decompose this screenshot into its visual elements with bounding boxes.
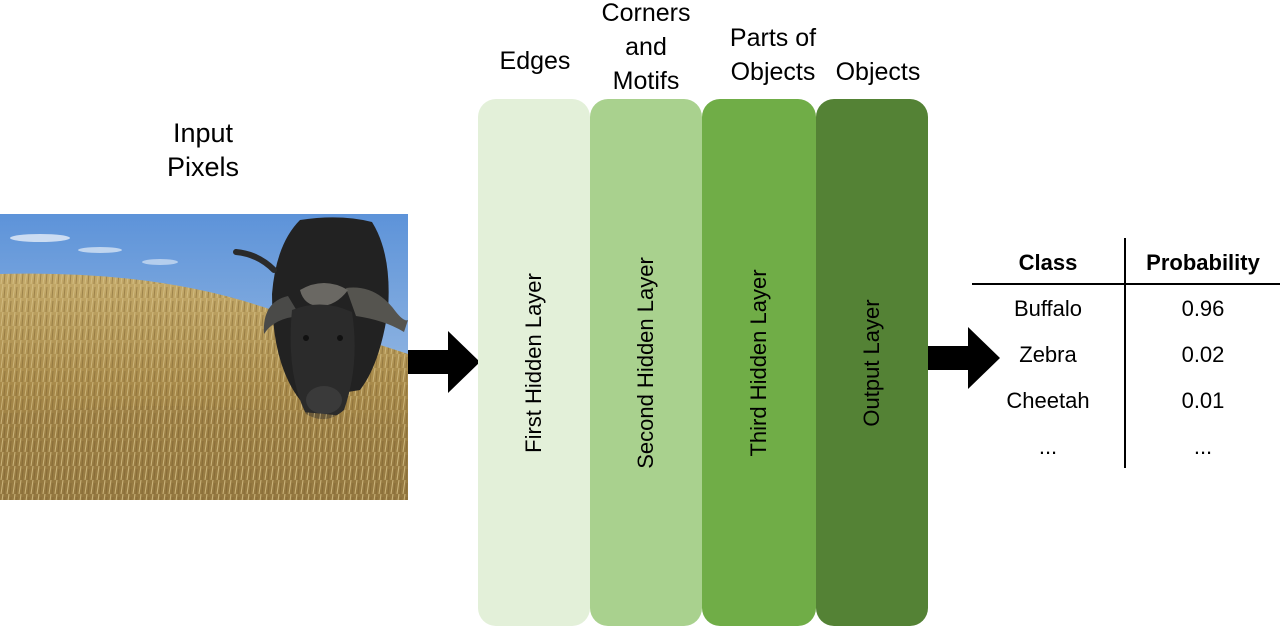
input-photo-buffalo	[0, 214, 408, 500]
buffalo-photo-graphic	[0, 214, 408, 500]
feature-line: Edges	[499, 47, 571, 75]
feature-line: Parts of	[729, 24, 817, 52]
feature-label-edges: Edges	[480, 44, 590, 78]
feature-label-objects: Objects	[822, 55, 934, 89]
layer-column-third-hidden: Third Hidden Layer	[702, 99, 816, 626]
feature-label-parts-of-objects: Parts of Objects	[704, 21, 842, 89]
table-header-divider	[972, 283, 1280, 285]
table-cell-probability: 0.02	[1181, 342, 1225, 367]
layer-label-third-hidden: Third Hidden Layer	[746, 268, 771, 457]
table-cell-class: Buffalo	[1013, 296, 1083, 321]
buffalo-right-horn	[346, 287, 408, 332]
feature-line: and	[625, 33, 667, 61]
layer-label-second-hidden: Second Hidden Layer	[633, 256, 658, 469]
feature-line: Corners	[601, 0, 691, 27]
table-cell-class: Cheetah	[1006, 388, 1090, 413]
table-header-probability: Probability	[1146, 250, 1260, 275]
feature-line: Objects	[730, 58, 816, 86]
input-label-line-1: Input	[172, 118, 234, 148]
right-arrow-icon	[408, 331, 480, 393]
layer-column-second-hidden: Second Hidden Layer	[590, 99, 702, 626]
input-label-line-2: Pixels	[166, 152, 240, 182]
table-cell-probability: ...	[1193, 434, 1213, 459]
buffalo-head	[290, 304, 355, 420]
table-cell-class: ...	[1038, 434, 1058, 459]
buffalo-left-horn	[263, 296, 300, 334]
feature-label-corners-motifs: Corners and Motifs	[584, 0, 708, 98]
class-probability-table: Class Probability Buffalo 0.96 Zebra 0.0…	[972, 238, 1280, 468]
layer-column-output: Output Layer	[816, 99, 928, 626]
layer-label-output: Output Layer	[859, 298, 884, 427]
input-pixels-label: Input Pixels	[140, 116, 266, 184]
layer-label-first-hidden: First Hidden Layer	[521, 272, 546, 453]
right-arrow-icon	[928, 327, 1000, 389]
feature-line: Objects	[835, 58, 921, 86]
table-column-divider	[1124, 238, 1126, 468]
layer-column-first-hidden: First Hidden Layer	[478, 99, 590, 626]
table-cell-probability: 0.96	[1181, 296, 1225, 321]
table-cell-probability: 0.01	[1181, 388, 1225, 413]
table-cell-class: Zebra	[1019, 342, 1077, 367]
table-header-class: Class	[1018, 250, 1078, 275]
feature-line: Motifs	[612, 67, 680, 95]
